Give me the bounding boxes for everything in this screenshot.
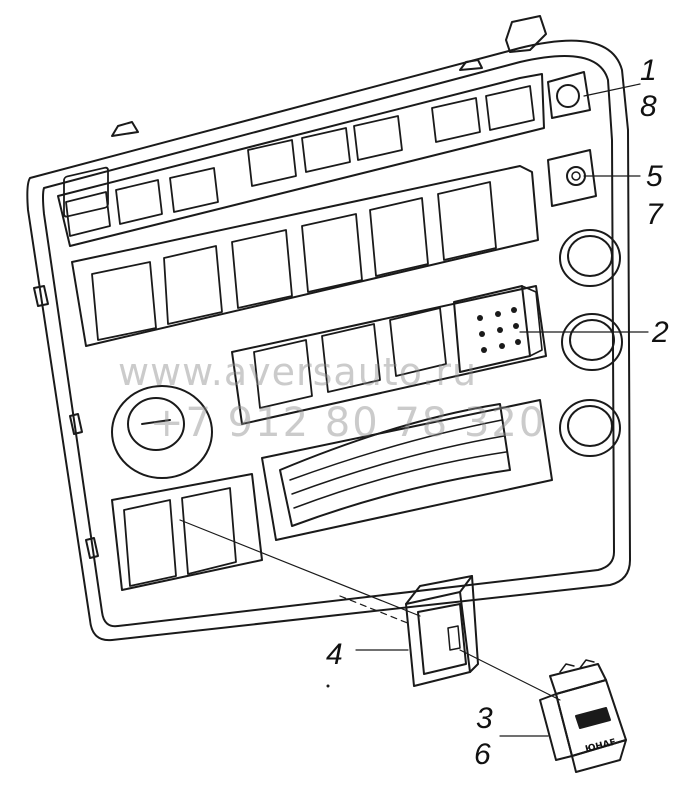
watermark-site: www.aversauto.ru bbox=[118, 350, 478, 394]
vent-louvres bbox=[289, 419, 507, 509]
slot bbox=[321, 323, 381, 393]
rocker-switch-stripe bbox=[575, 707, 611, 729]
small-switch-top-button bbox=[556, 84, 580, 108]
panel-clip bbox=[33, 285, 49, 307]
callout-1: 1 bbox=[640, 54, 657, 87]
watermark-phone: +7 912 80 78 320 bbox=[150, 400, 547, 446]
slot bbox=[301, 127, 351, 173]
panel-clip bbox=[85, 537, 99, 559]
panel-clip bbox=[69, 413, 83, 435]
callout-2: 2 bbox=[652, 316, 669, 349]
small-switch-right bbox=[547, 149, 597, 207]
top-slot-strip bbox=[57, 73, 545, 247]
callout-4: 4 bbox=[326, 638, 343, 671]
rocker-switch-label: ЮНАF bbox=[584, 738, 617, 755]
relay-housing bbox=[405, 575, 479, 687]
callout-6: 6 bbox=[474, 738, 491, 771]
slot bbox=[431, 97, 481, 143]
panel-connector bbox=[505, 15, 547, 53]
slot bbox=[485, 85, 535, 131]
callout-5: 5 bbox=[646, 160, 663, 193]
left-round-control bbox=[111, 385, 213, 479]
top-row-slots bbox=[63, 166, 109, 218]
slot bbox=[253, 339, 313, 409]
slot bbox=[369, 197, 429, 277]
slot bbox=[231, 229, 293, 309]
round-vent bbox=[559, 399, 621, 457]
small-switch-right-button bbox=[566, 166, 586, 186]
panel-clip bbox=[111, 121, 139, 137]
slot bbox=[353, 115, 403, 161]
panel-outer-frame bbox=[26, 39, 631, 642]
round-vent bbox=[561, 313, 623, 371]
small-switch-top bbox=[547, 71, 591, 119]
panel-inner-frame bbox=[42, 55, 615, 628]
slot bbox=[91, 261, 157, 341]
slot bbox=[181, 487, 237, 575]
callout-8: 8 bbox=[640, 90, 657, 123]
panel-clip bbox=[459, 59, 483, 71]
slot bbox=[65, 191, 111, 237]
round-vent bbox=[559, 229, 621, 287]
center-vent-housing bbox=[261, 399, 553, 541]
slot bbox=[169, 167, 219, 213]
slot bbox=[123, 499, 177, 587]
connector-pins bbox=[477, 307, 521, 353]
slot bbox=[437, 181, 497, 261]
lower-slot-strip bbox=[231, 285, 547, 425]
slot bbox=[301, 213, 363, 293]
slot bbox=[247, 139, 297, 187]
callout-3: 3 bbox=[476, 702, 493, 735]
slot bbox=[163, 245, 223, 325]
rocker-switch bbox=[539, 659, 627, 773]
center-vent-outlet bbox=[279, 403, 511, 527]
callout-7: 7 bbox=[646, 198, 663, 231]
slot bbox=[389, 307, 447, 377]
lower-left-strip bbox=[111, 473, 263, 591]
middle-slot-strip bbox=[71, 165, 539, 347]
slot bbox=[115, 179, 163, 225]
